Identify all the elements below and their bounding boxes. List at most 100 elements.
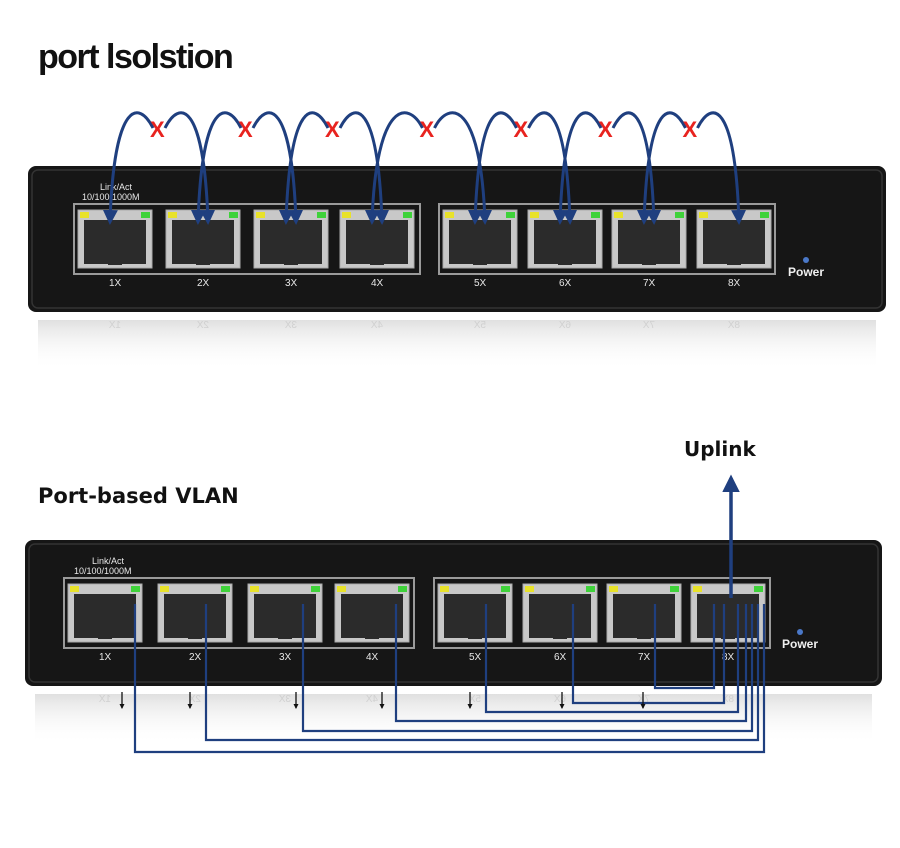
led-green [754,586,763,592]
port-label: 4X [366,652,379,663]
vlan-wire-1 [133,604,766,754]
power-led [803,257,809,263]
port-socket [444,594,506,638]
port-label: 1X [109,278,122,289]
arrow-right-curve [696,111,747,225]
arrow-right-curve [163,111,216,225]
led-yellow [250,586,259,592]
power-label: Power [788,265,824,279]
led-yellow [80,212,89,218]
link-act-label: Link/Act [92,556,125,566]
uplink-label: Uplink [684,437,756,461]
led-green [760,212,769,218]
led-yellow [168,212,177,218]
isolation-pair-2: X [190,111,304,225]
arrow-right-curve [338,111,390,225]
port-clip [637,632,651,639]
port-socket [449,220,511,264]
switch-reflection [38,320,876,370]
port-socket [618,220,680,264]
port-clip [365,632,379,639]
led-yellow [445,212,454,218]
port-label-reflection: 5X [473,320,486,331]
block-mark: X [238,117,253,142]
isolation-pair-7: X [636,111,747,225]
led-green [506,212,515,218]
port-clip [188,632,202,639]
port-clip [284,258,298,265]
speed-label: 10/100/1000M [74,566,132,576]
port-label: 4X [371,278,384,289]
arrow-left-curve [552,111,603,225]
port-vlan-title: Port-based VLAN [38,484,239,508]
vlan-wire-5 [484,604,740,714]
isolation-pair-4: X [364,111,493,225]
switch-reflection [35,694,872,744]
arrow-right-curve [527,111,578,225]
port-socket [260,220,322,264]
port-clip [468,632,482,639]
led-yellow [525,586,534,592]
port-label: 1X [99,652,112,663]
arrow-right-curve [251,111,304,225]
switch-bezel [31,169,883,309]
switch-bottom: Link/Act10/100/1000MPower1X1X2X2X3X3X4X4… [25,540,882,744]
block-mark: X [598,117,613,142]
vlan-wire-2 [204,604,760,742]
port-label-reflection: 6X [553,694,566,705]
led-yellow [693,586,702,592]
led-green [586,586,595,592]
port-socket [74,594,136,638]
arrow-left-curve [278,111,330,225]
vlan-wire-4 [394,604,748,723]
port-label-reflection: 1X [98,694,111,705]
vlan-wire-6 [571,604,726,705]
port-label: 6X [559,278,572,289]
port-label: 5X [469,652,482,663]
isolation-pair-5: X [467,111,578,225]
port-label-reflection: 4X [365,694,378,705]
led-yellow [70,586,79,592]
led-yellow [530,212,539,218]
led-yellow [337,586,346,592]
led-green [317,212,326,218]
arrow-right-curve [611,111,662,225]
port-label-reflection: 2X [188,694,201,705]
led-green [131,586,140,592]
port-socket [697,594,759,638]
arrow-right-curve [433,111,493,225]
port-socket [84,220,146,264]
port-clip [370,258,384,265]
led-yellow [614,212,623,218]
led-yellow [440,586,449,592]
led-yellow [256,212,265,218]
port-label: 5X [474,278,487,289]
port-label: 2X [197,278,210,289]
port-socket [254,594,316,638]
port-socket [613,594,675,638]
arrow-left-curve [102,111,155,225]
port-clip [727,258,741,265]
arrow-left-curve [467,111,518,225]
port-socket [172,220,234,264]
led-green [403,212,412,218]
led-green [221,586,230,592]
block-mark: X [150,117,165,142]
switch-top: Link/Act10/100/1000MPower1X1X2X2X3X3X4X4… [28,166,886,370]
led-green [141,212,150,218]
port-label: 7X [638,652,651,663]
port-label-reflection: 8X [721,694,734,705]
port-label: 6X [554,652,567,663]
port-label-reflection: 3X [278,694,291,705]
arrow-left-curve [364,111,424,225]
led-green [501,586,510,592]
led-yellow [609,586,618,592]
isolation-pair-1: X [102,111,216,225]
